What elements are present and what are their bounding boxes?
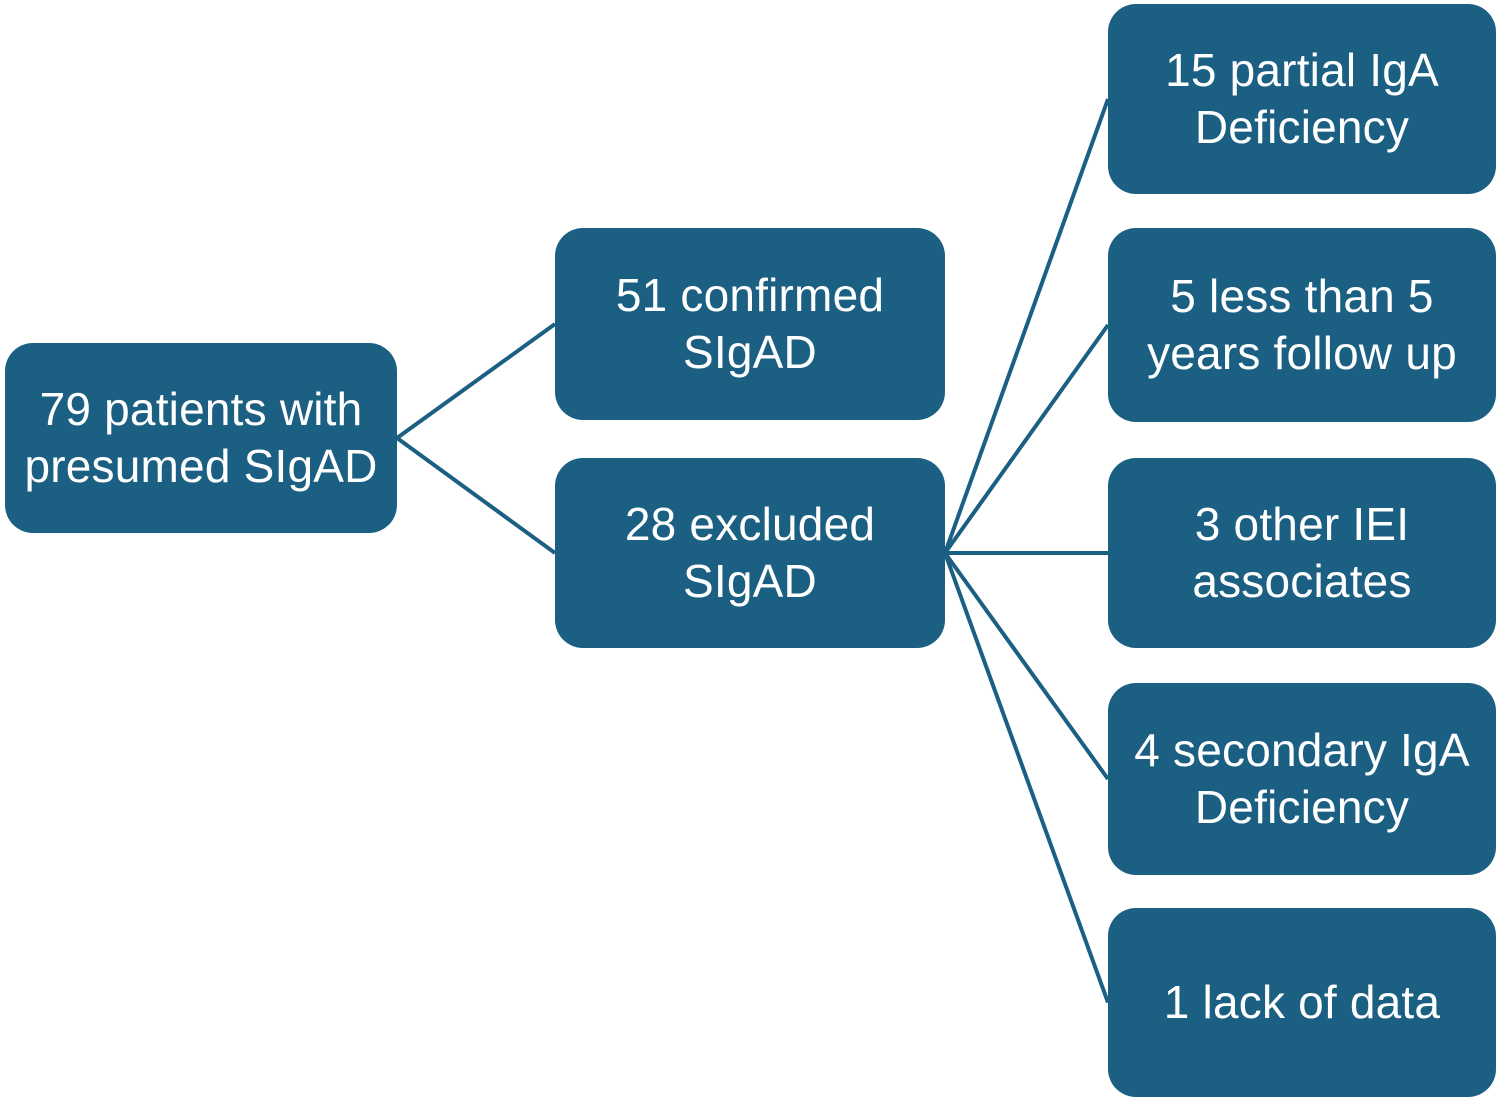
node-confirmed-sigad: 51 confirmed SIgAD	[555, 228, 945, 420]
node-label: 15 partial IgA Deficiency	[1165, 43, 1439, 153]
node-presumed-sigad: 79 patients with presumed SIgAD	[5, 343, 397, 533]
node-excluded-sigad: 28 excluded SIgAD	[555, 458, 945, 648]
node-label: 79 patients with presumed SIgAD	[24, 382, 378, 492]
node-partial-iga-deficiency: 15 partial IgA Deficiency	[1108, 4, 1496, 194]
node-label: 1 lack of data	[1163, 975, 1441, 1028]
node-label: 28 excluded SIgAD	[624, 497, 876, 607]
node-label: 3 other IEI associates	[1192, 497, 1412, 607]
node-label: 4 secondary IgA Deficiency	[1134, 723, 1470, 833]
node-label: 51 confirmed SIgAD	[615, 268, 885, 378]
node-label: 5 less than 5 years follow up	[1147, 269, 1457, 379]
node-other-iei-associates: 3 other IEI associates	[1108, 458, 1496, 648]
node-lack-of-data: 1 lack of data	[1108, 908, 1496, 1097]
node-less-than-5-years-follow-up: 5 less than 5 years follow up	[1108, 228, 1496, 422]
node-secondary-iga-deficiency: 4 secondary IgA Deficiency	[1108, 683, 1496, 875]
